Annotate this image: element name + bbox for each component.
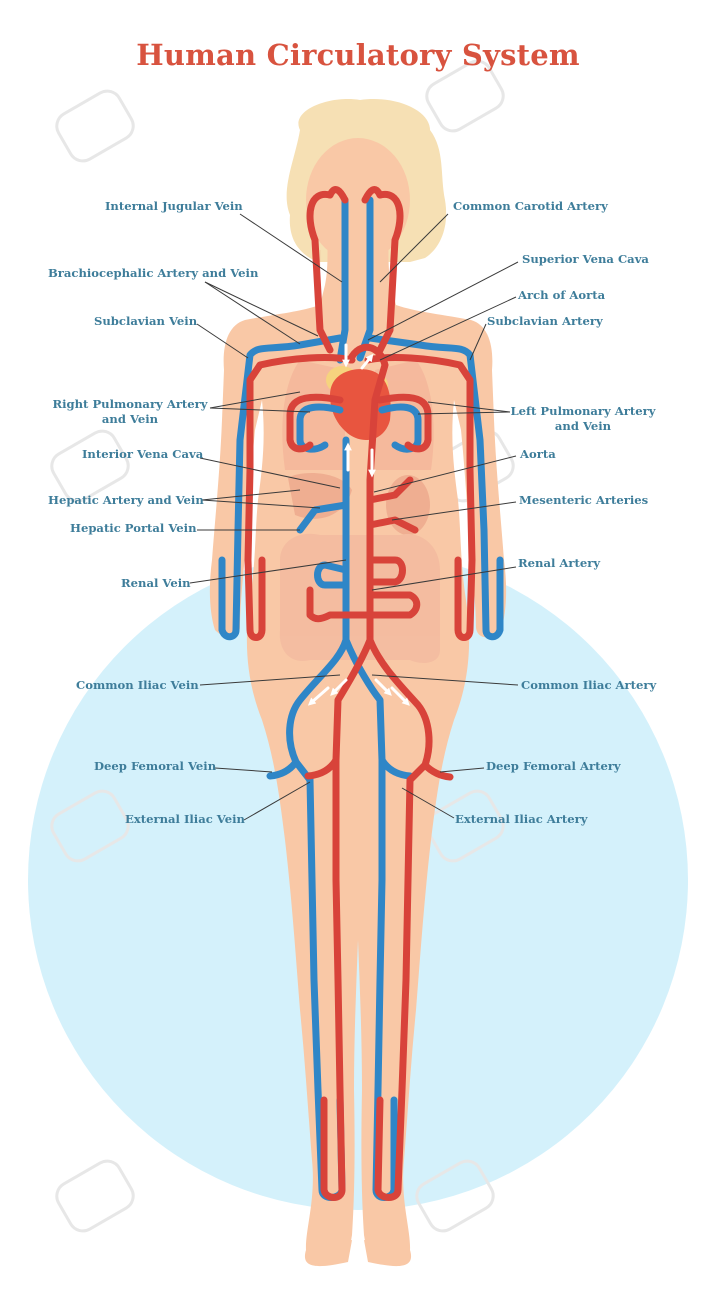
label-left-pulmonary-line2: and Vein <box>508 419 658 434</box>
label-interior-vena-cava: Interior Vena Cava <box>82 447 203 462</box>
label-left-pulmonary-line1: Left Pulmonary Artery <box>508 404 658 419</box>
label-superior-vena-cava: Superior Vena Cava <box>522 252 649 267</box>
label-right-pulmonary-line1: Right Pulmonary Artery <box>52 397 208 412</box>
label-right-pulmonary-line2: and Vein <box>52 412 208 427</box>
label-renal-vein: Renal Vein <box>121 576 191 591</box>
label-renal-artery: Renal Artery <box>518 556 600 571</box>
label-right-pulmonary: Right Pulmonary Artery and Vein <box>52 397 208 427</box>
label-deep-femoral-vein: Deep Femoral Vein <box>94 759 216 774</box>
label-external-iliac-artery: External Iliac Artery <box>455 812 588 827</box>
label-internal-jugular-vein: Internal Jugular Vein <box>105 199 243 214</box>
diagram-title: Human Circulatory System <box>0 38 716 72</box>
label-common-carotid-artery: Common Carotid Artery <box>453 199 608 214</box>
label-brachiocephalic: Brachiocephalic Artery and Vein <box>48 266 258 281</box>
label-hepatic-portal-vein: Hepatic Portal Vein <box>70 521 197 536</box>
label-common-iliac-vein: Common Iliac Vein <box>76 678 199 693</box>
label-aorta: Aorta <box>520 447 556 462</box>
label-common-iliac-artery: Common Iliac Artery <box>521 678 656 693</box>
label-arch-of-aorta: Arch of Aorta <box>518 288 605 303</box>
label-mesenteric-arteries: Mesenteric Arteries <box>519 493 648 508</box>
label-left-pulmonary: Left Pulmonary Artery and Vein <box>508 404 658 434</box>
label-external-iliac-vein: External Iliac Vein <box>125 812 245 827</box>
label-subclavian-vein: Subclavian Vein <box>94 314 197 329</box>
label-subclavian-artery: Subclavian Artery <box>487 314 603 329</box>
label-hepatic-artery-vein: Hepatic Artery and Vein <box>48 493 204 508</box>
label-deep-femoral-artery: Deep Femoral Artery <box>486 759 621 774</box>
